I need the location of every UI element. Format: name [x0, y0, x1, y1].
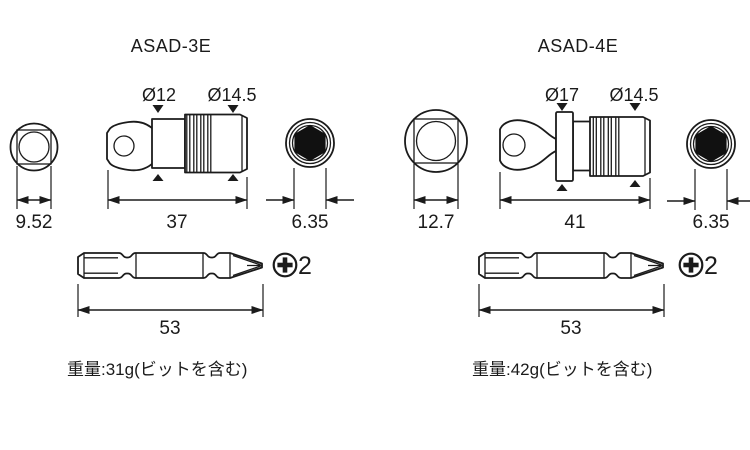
- rib-lines: [592, 117, 620, 176]
- square-drive-dimension-label: 9.52: [16, 212, 53, 233]
- front-diameter-label: Ø17: [545, 85, 579, 105]
- diameter-marker-up-icon: [152, 174, 164, 181]
- bit-length-dimension-label: 53: [159, 318, 180, 339]
- overall-length-dimension-label: 37: [166, 212, 187, 233]
- adapter-side-view: [499, 103, 651, 209]
- adapter-side-view: [106, 105, 248, 209]
- bit-diagram: [78, 253, 263, 317]
- bit-tip-size-label: 2: [298, 252, 312, 280]
- product-title: ASAD-3E: [131, 36, 212, 56]
- diameter-marker-down-icon: [629, 103, 641, 111]
- square-drive-end-view: [404, 109, 468, 209]
- rib-lines: [186, 115, 212, 172]
- bit-tip-size-label: 2: [704, 252, 718, 280]
- weight-text: 重量:42g(ビットを含む): [472, 360, 652, 379]
- panel-asad-4e: ASAD-4E 12.7 Ø17: [404, 36, 750, 379]
- hex-socket-dimension-label: 6.35: [292, 212, 329, 233]
- hex-socket-dimension-label: 6.35: [693, 212, 730, 233]
- diameter-marker-down-icon: [556, 103, 568, 111]
- square-drive-end-view: [9, 122, 59, 209]
- diameter-marker-down-icon: [152, 105, 164, 113]
- bit-length-dimension-label: 53: [560, 318, 581, 339]
- diameter-marker-up-icon: [629, 180, 641, 187]
- bit-diagram: [479, 253, 664, 317]
- diameter-marker-down-icon: [227, 105, 239, 113]
- phillips-icon: [680, 254, 703, 277]
- square-drive-dimension-label: 12.7: [418, 212, 455, 233]
- overall-length-dimension-label: 41: [564, 212, 585, 233]
- hex-socket-end-view: [667, 120, 750, 210]
- hex-socket-end-view: [266, 119, 354, 209]
- rear-diameter-label: Ø14.5: [609, 85, 658, 105]
- product-title: ASAD-4E: [538, 36, 619, 56]
- rear-diameter-label: Ø14.5: [207, 85, 256, 105]
- diameter-marker-up-icon: [556, 184, 568, 191]
- panel-asad-3e: ASAD-3E 9.52 Ø12 Ø14.: [9, 36, 355, 379]
- weight-text: 重量:31g(ビットを含む): [67, 360, 247, 379]
- diameter-marker-up-icon: [227, 174, 239, 181]
- phillips-icon: [274, 254, 297, 277]
- front-diameter-label: Ø12: [142, 85, 176, 105]
